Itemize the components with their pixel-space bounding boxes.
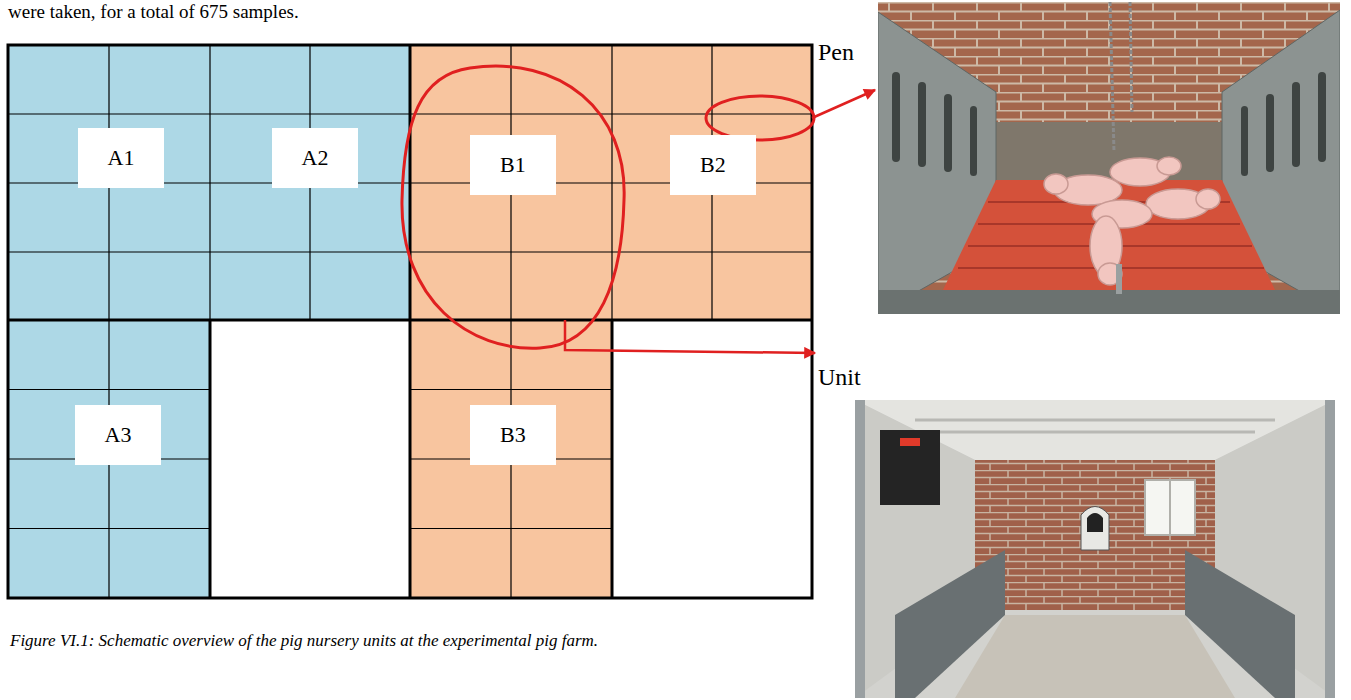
unit-photo (1087, 513, 1103, 532)
pen-grid (8, 390, 612, 529)
unit-label: A3 (75, 405, 162, 465)
unit-photo (855, 400, 865, 698)
pen-photo (970, 106, 977, 176)
pen-photo (1292, 82, 1300, 167)
unit-photo (895, 550, 1005, 698)
unit-label: B1 (470, 135, 556, 195)
unit-region: B3 (410, 320, 612, 598)
pen-photo (1116, 264, 1122, 294)
pointer-arrow (812, 90, 875, 118)
unit-wall (8, 45, 812, 598)
pen-photo (1196, 189, 1220, 209)
unit-photo (975, 460, 1215, 610)
unit-label: A2 (272, 128, 359, 188)
unit-wall (8, 45, 812, 598)
pen-photo (944, 94, 952, 172)
unit-label: B2 (670, 135, 756, 195)
unit-label: A1 (78, 128, 165, 188)
unit-photo (1081, 507, 1109, 551)
pen-photo (1110, 2, 1114, 152)
pen-photo (1266, 94, 1274, 172)
unit-photo (1325, 400, 1335, 698)
pen-photo (1130, 2, 1132, 112)
photo-heading: Pen (818, 38, 854, 66)
pointer-arrow (565, 320, 815, 353)
pen-photo (1044, 157, 1220, 285)
unit-photo (915, 420, 1275, 432)
unit-region: A2 (210, 45, 410, 320)
unit-region: B1 (410, 45, 612, 320)
highlight-ring (402, 66, 624, 348)
unit-label: B3 (470, 405, 556, 465)
pen-photo (878, 2, 1340, 314)
figure-caption: Figure VI.1: Schematic overview of the p… (10, 630, 598, 651)
photo-panel: Unit (815, 345, 1340, 700)
pen-photo (988, 122, 1228, 182)
unit-photo (1185, 550, 1295, 698)
unit-fill (8, 45, 812, 598)
pen-photo (892, 72, 977, 176)
unit-region: A3 (8, 320, 210, 598)
photo-panel: Pen (875, 2, 1340, 314)
unit-photo (955, 615, 1235, 698)
photo-heading: Unit (818, 363, 861, 391)
pen-photo (1241, 106, 1248, 176)
unit-photo (1169, 480, 1171, 535)
unit-wall (8, 45, 812, 598)
highlight-ring (706, 96, 814, 140)
unit-region: A1 (8, 45, 210, 320)
unit-photo (880, 430, 940, 505)
unit-photo (900, 438, 920, 446)
pen-photo (878, 2, 1340, 314)
body-text: were taken, for a total of 675 samples. (8, 0, 299, 24)
highlight-ring (402, 66, 814, 348)
pen-photo (918, 82, 926, 167)
pen-photo (1044, 174, 1068, 194)
pen-photo (1157, 157, 1181, 175)
pen-photo (1318, 72, 1326, 162)
pen-photo (878, 290, 1340, 314)
body-text: were taken, for a total of 675 samples. (8, 0, 299, 24)
pen-photo (892, 72, 900, 162)
unit-region: B2 (612, 45, 812, 320)
unit-photo (855, 400, 1335, 698)
unit-photo (1145, 480, 1195, 535)
pen-photo (1241, 72, 1326, 176)
pen-grid (109, 320, 511, 598)
figure-caption: Figure VI.1: Schematic overview of the p… (10, 630, 598, 651)
unit-photo (855, 400, 1335, 698)
pen-grid (8, 45, 812, 598)
